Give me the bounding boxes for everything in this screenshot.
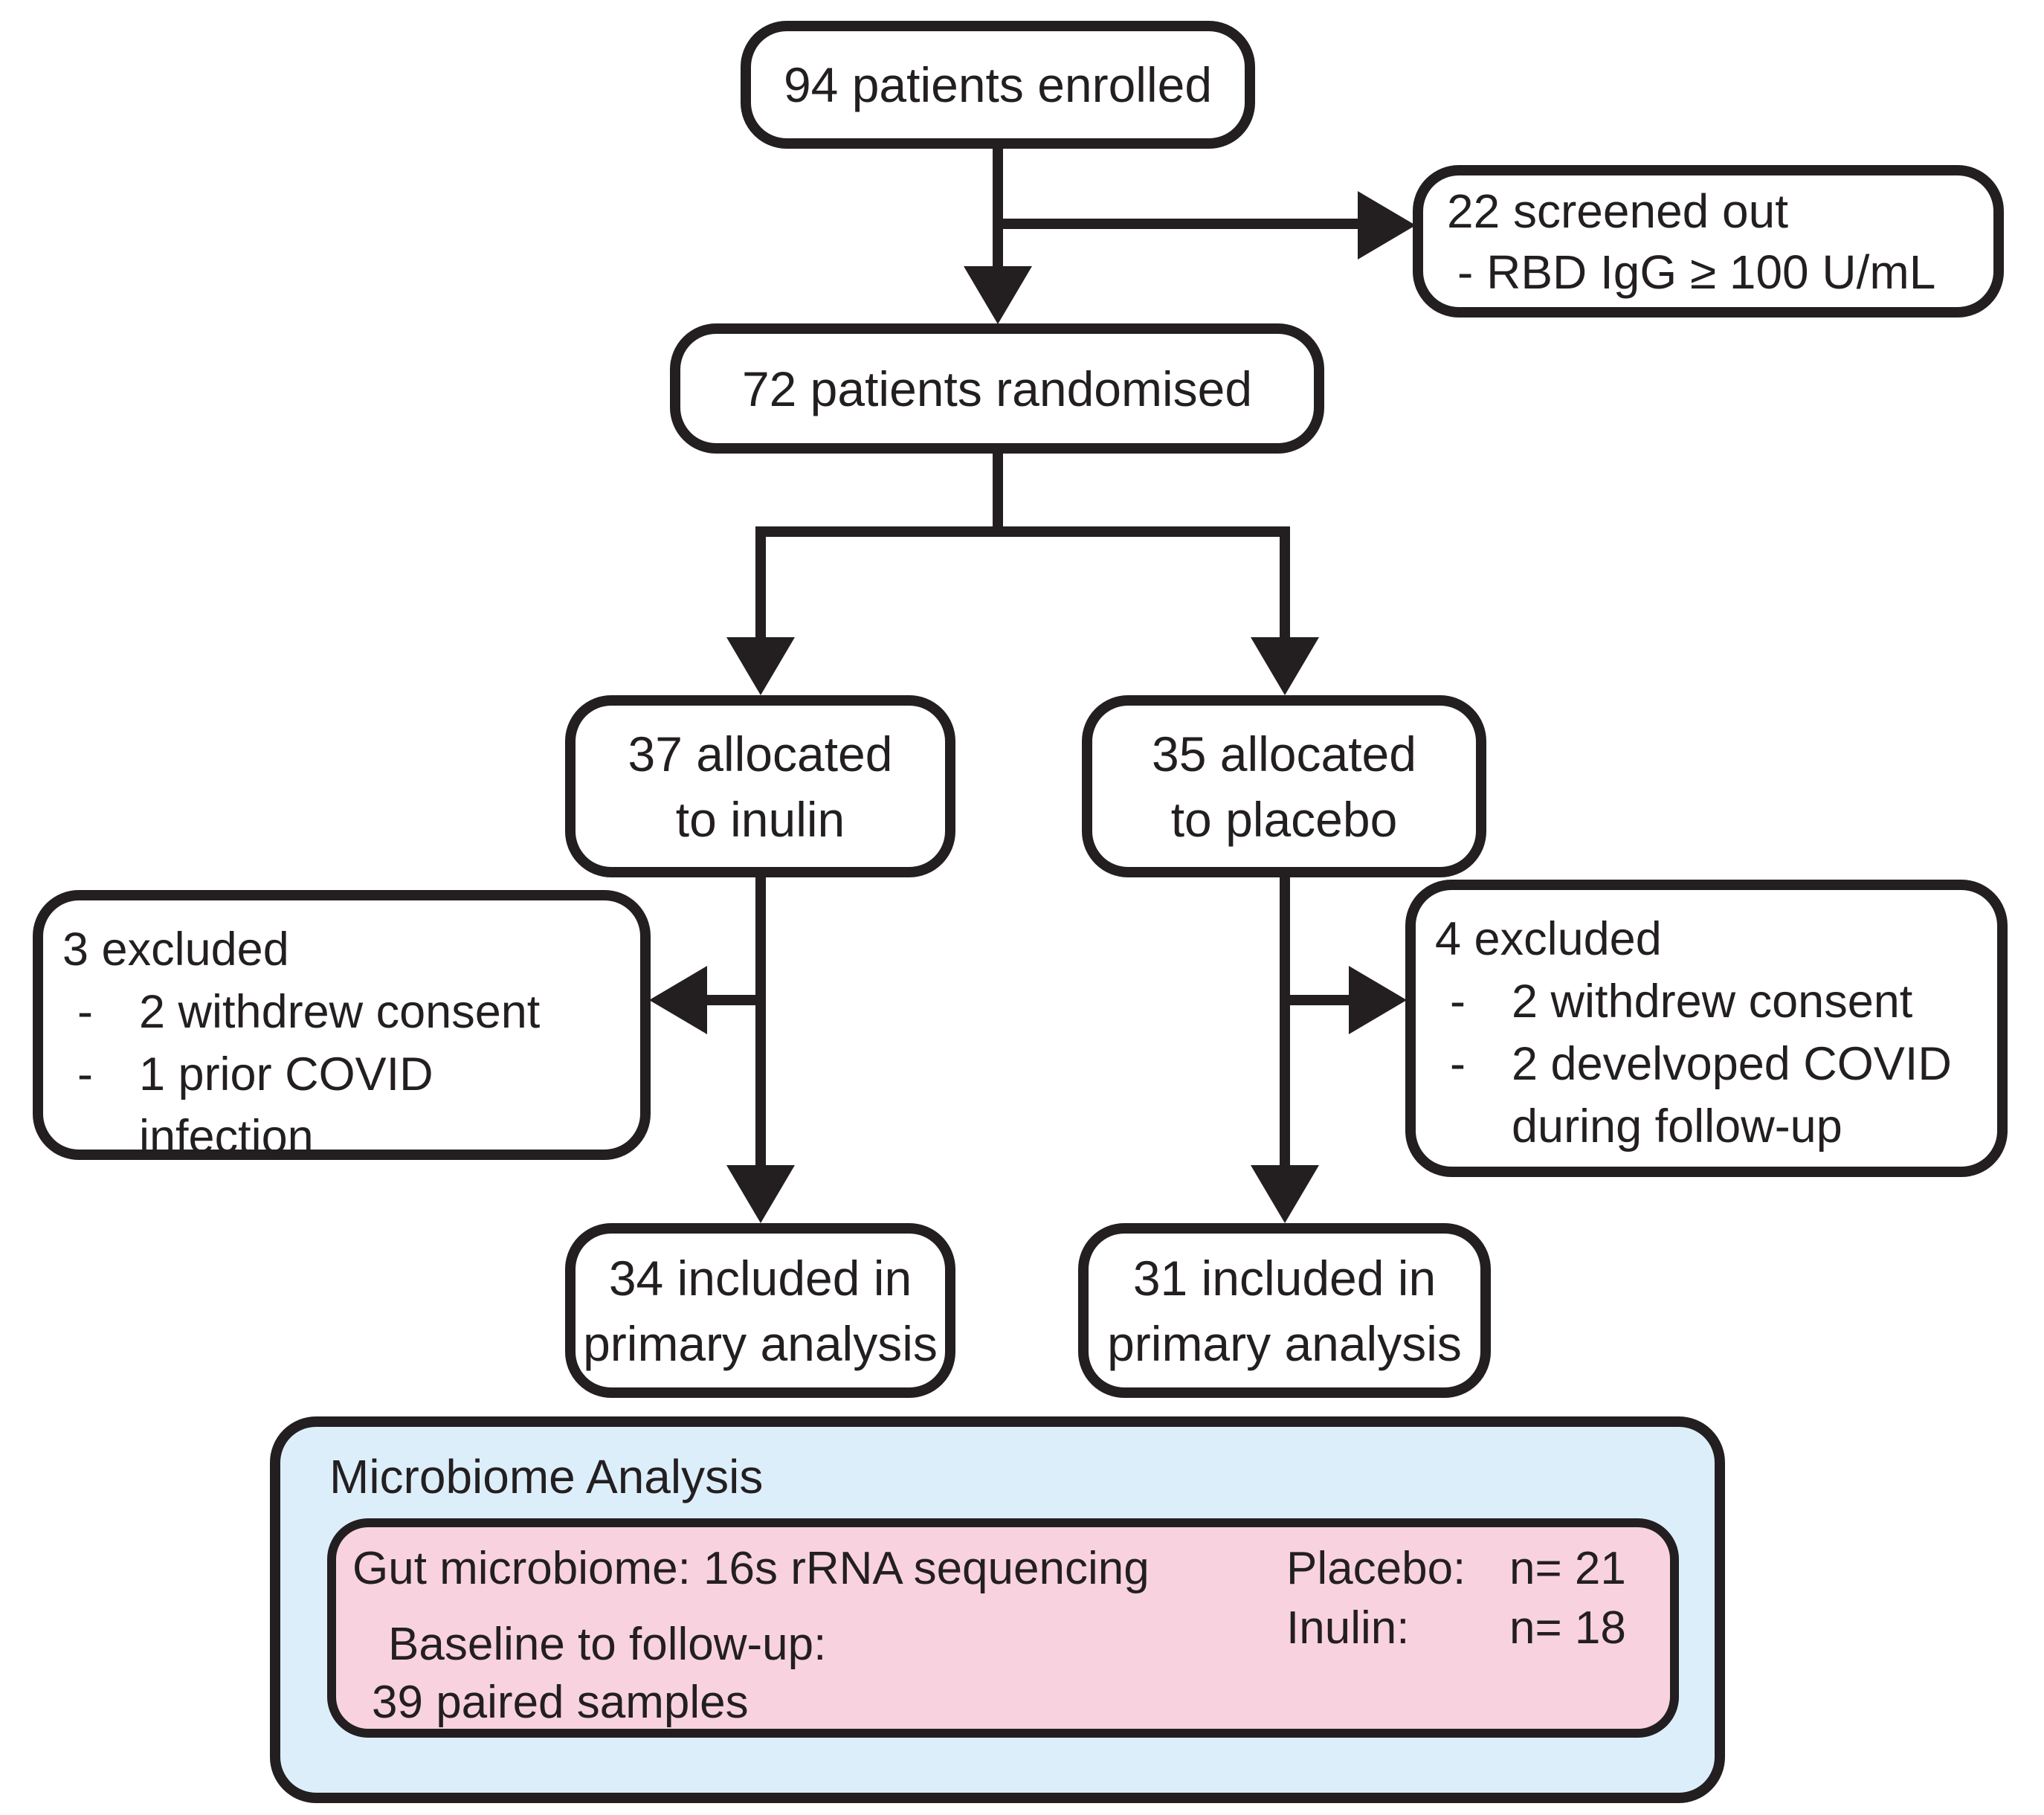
connector-placebo-leg bbox=[1280, 526, 1290, 642]
microbiome-method-text: Gut microbiome: 16s rRNA sequencing bbox=[352, 1543, 1150, 1594]
allocated-placebo-line2: to placebo bbox=[1170, 791, 1398, 847]
microbiome-baseline-line2: 39 paired samples bbox=[372, 1677, 749, 1728]
randomised-text: 72 patients randomised bbox=[741, 361, 1253, 416]
bullet-marker: - bbox=[1450, 976, 1466, 1028]
connector-screened-out-line bbox=[998, 219, 1364, 229]
connector-enrolled-down-line bbox=[993, 146, 1003, 272]
microbiome-analysis-panel: Microbiome Analysis Gut microbiome: 16s … bbox=[270, 1416, 1725, 1803]
excluded-inulin-row: infection bbox=[62, 1106, 314, 1168]
arrowhead-placebo-icon bbox=[1251, 637, 1319, 695]
excluded-inulin-title: 3 excluded bbox=[62, 923, 289, 976]
count-placebo-label: Placebo: bbox=[1286, 1543, 1466, 1594]
box-excluded-inulin: 3 excluded - 2 withdrew consent - 1 prio… bbox=[33, 890, 651, 1163]
excluded-placebo-title: 4 excluded bbox=[1435, 913, 1662, 965]
connector-inulin-down-line bbox=[755, 877, 766, 1169]
excluded-inulin-row1-text: 2 withdrew consent bbox=[139, 986, 541, 1038]
connector-excluded-inulin-line bbox=[702, 995, 766, 1005]
enrolled-text: 94 patients enrolled bbox=[783, 57, 1213, 112]
count-inulin-label: Inulin: bbox=[1286, 1602, 1410, 1654]
box-allocated-placebo: 35 allocated to placebo bbox=[1082, 695, 1486, 877]
count-placebo-value: n= 21 bbox=[1509, 1543, 1626, 1594]
excluded-placebo-row: during follow-up bbox=[1435, 1095, 1842, 1158]
analysis-inulin-line2: primary analysis bbox=[583, 1315, 938, 1371]
count-row-placebo: Placebo: n= 21 bbox=[1286, 1539, 1626, 1599]
allocated-inulin-line1: 37 allocated bbox=[628, 726, 893, 781]
microbiome-baseline-line1: Baseline to follow-up: bbox=[388, 1619, 827, 1670]
microbiome-detail-panel: Gut microbiome: 16s rRNA sequencing Base… bbox=[327, 1518, 1679, 1738]
excluded-inulin-row: - 2 withdrew consent bbox=[62, 981, 540, 1043]
excluded-placebo-row2-text: 2 develvoped COVID bbox=[1512, 1038, 1952, 1090]
arrowhead-analysis-inulin-icon bbox=[726, 1165, 795, 1223]
connector-excluded-placebo-line bbox=[1280, 995, 1354, 1005]
box-analysis-placebo: 31 included in primary analysis bbox=[1078, 1223, 1491, 1398]
bullet-marker: - bbox=[1450, 1038, 1466, 1090]
analysis-inulin-line1: 34 included in bbox=[608, 1250, 912, 1306]
analysis-placebo-line1: 31 included in bbox=[1132, 1250, 1437, 1306]
connector-randomised-down-line bbox=[993, 452, 1003, 532]
excluded-placebo-row1-text: 2 withdrew consent bbox=[1512, 976, 1913, 1028]
arrowhead-analysis-placebo-icon bbox=[1251, 1165, 1319, 1223]
excluded-inulin-row3-text: infection bbox=[139, 1111, 314, 1163]
arrowhead-inulin-icon bbox=[726, 637, 795, 695]
bullet-marker: - bbox=[77, 986, 93, 1038]
box-randomised: 72 patients randomised bbox=[670, 323, 1324, 454]
arrowhead-screened-out-icon bbox=[1358, 191, 1416, 259]
bullet-marker: - bbox=[77, 1048, 93, 1100]
connector-placebo-down-line bbox=[1280, 877, 1290, 1169]
excluded-inulin-row: - 1 prior COVID bbox=[62, 1043, 433, 1106]
connector-split-bar bbox=[755, 526, 1290, 537]
excluded-inulin-row2-text: 1 prior COVID bbox=[139, 1048, 433, 1100]
allocated-placebo-line1: 35 allocated bbox=[1152, 726, 1416, 781]
arrowhead-randomised-icon bbox=[964, 266, 1032, 324]
excluded-placebo-row: - 2 develvoped COVID bbox=[1435, 1033, 1952, 1095]
count-row-inulin: Inulin: n= 18 bbox=[1286, 1599, 1626, 1658]
box-excluded-placebo: 4 excluded - 2 withdrew consent - 2 deve… bbox=[1405, 880, 2008, 1177]
count-inulin-value: n= 18 bbox=[1509, 1602, 1626, 1654]
arrowhead-excluded-inulin-icon bbox=[649, 966, 707, 1034]
analysis-placebo-line2: primary analysis bbox=[1107, 1315, 1462, 1371]
excluded-placebo-row3-text: during follow-up bbox=[1512, 1100, 1842, 1152]
box-analysis-inulin: 34 included in primary analysis bbox=[565, 1223, 955, 1398]
bullet-marker bbox=[77, 1106, 139, 1168]
box-enrolled: 94 patients enrolled bbox=[741, 21, 1255, 149]
microbiome-panel-title: Microbiome Analysis bbox=[329, 1450, 764, 1503]
screened-out-line1: 22 screened out bbox=[1447, 184, 1788, 238]
box-screened-out: 22 screened out - RBD IgG ≥ 100 U/mL bbox=[1413, 165, 2004, 317]
screened-out-line2: - RBD IgG ≥ 100 U/mL bbox=[1457, 245, 1936, 299]
box-allocated-inulin: 37 allocated to inulin bbox=[565, 695, 955, 877]
arrowhead-excluded-placebo-icon bbox=[1349, 966, 1407, 1034]
allocated-inulin-line2: to inulin bbox=[675, 791, 845, 847]
excluded-placebo-row: - 2 withdrew consent bbox=[1435, 970, 1912, 1033]
bullet-marker bbox=[1450, 1095, 1512, 1158]
sample-counts: Placebo: n= 21 Inulin: n= 18 bbox=[1286, 1539, 1626, 1658]
connector-inulin-leg bbox=[755, 526, 766, 642]
